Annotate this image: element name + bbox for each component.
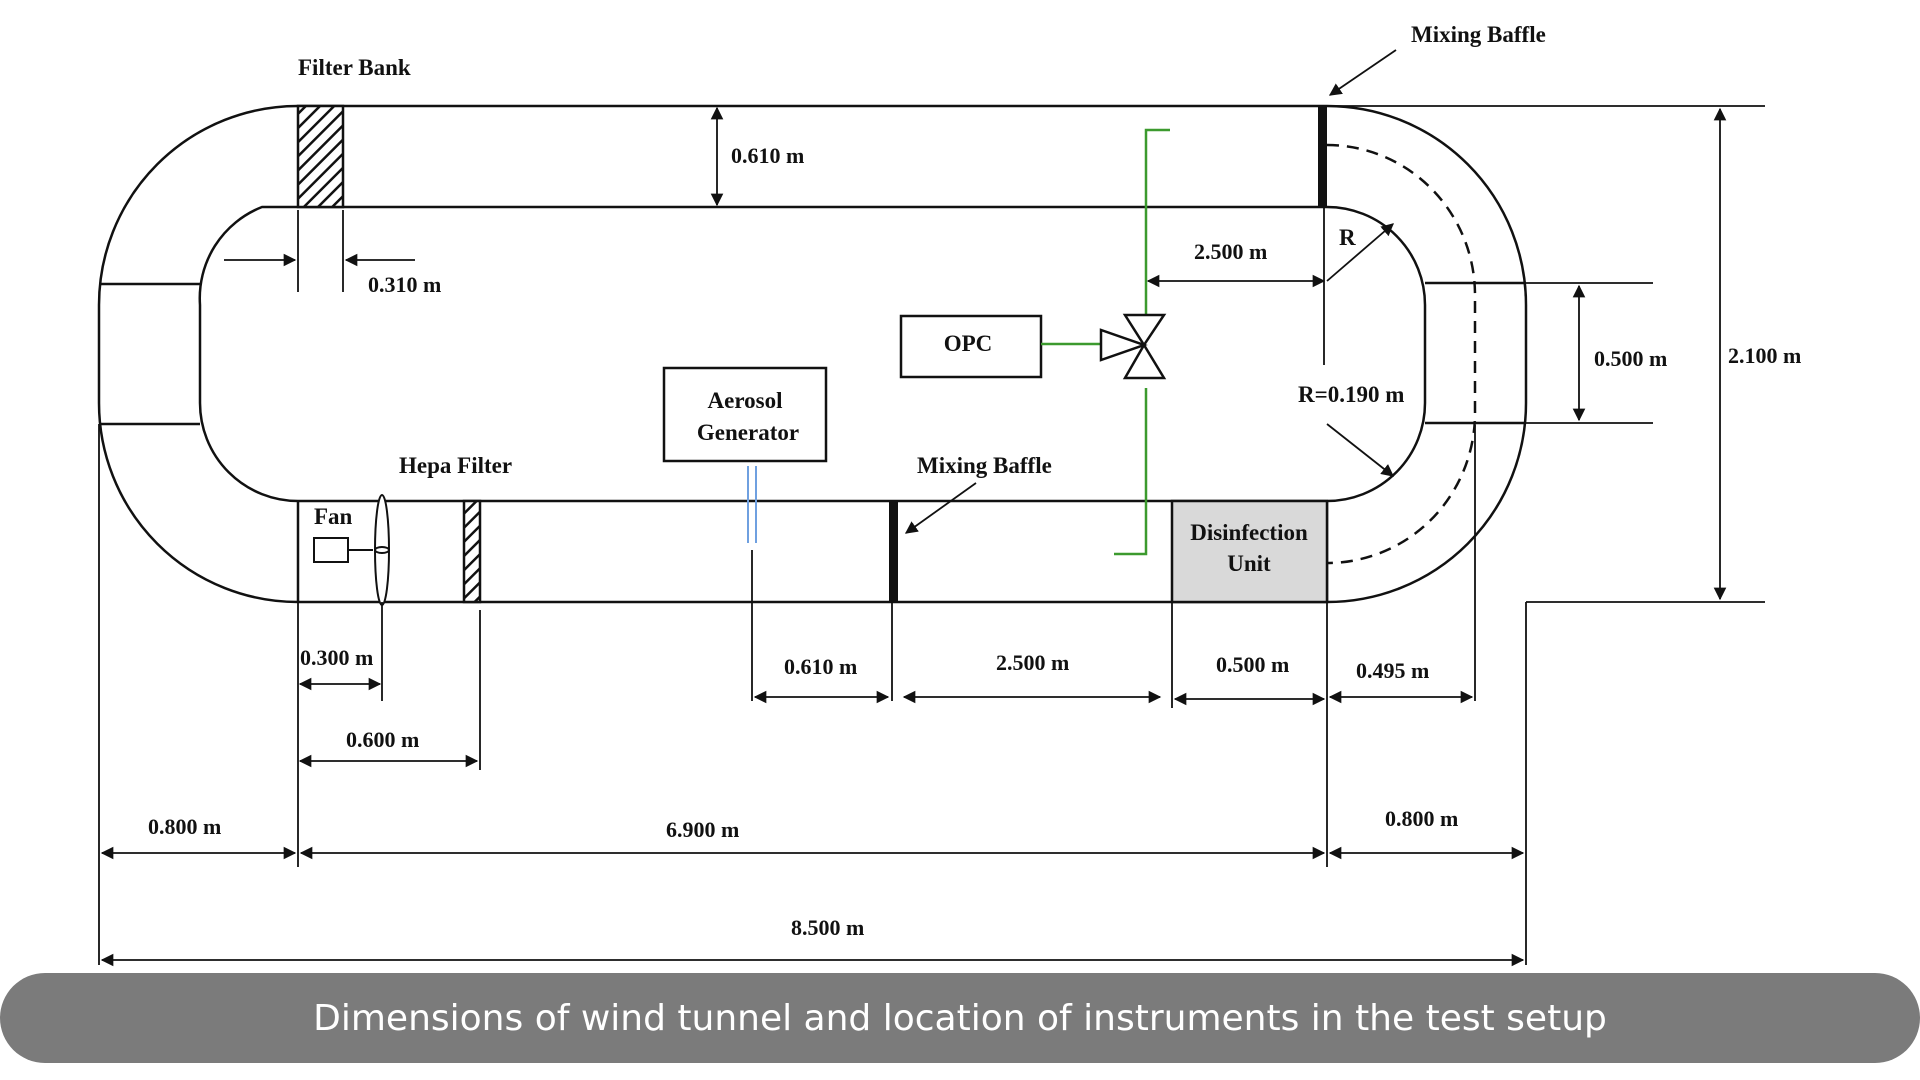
fan [313,494,390,606]
sampling-probe [1041,128,1170,556]
aerosol-generator-label-1: Aerosol [708,388,783,413]
disinfection-unit-label-2: Unit [1227,551,1271,576]
radius-arrow-top [1326,223,1394,282]
caption-bar: Dimensions of wind tunnel and location o… [0,973,1920,1063]
fan-label: Fan [314,504,353,529]
dim-hepa-offset: 0.600 m [346,727,419,752]
hepa-filter-label: Hepa Filter [399,453,512,478]
dim-total-length: 8.500 m [791,915,864,940]
radius-value-label: R=0.190 m [1298,382,1404,407]
dim-opc-distance: 2.500 m [1194,239,1267,264]
mixing-baffle-top-leader [1328,49,1397,96]
filter-bank-label: Filter Bank [298,55,411,80]
dim-fan-offset: 0.300 m [300,645,373,670]
opc-box [899,314,1043,379]
dim-aerosol-baffle: 0.610 m [784,654,857,679]
dim-straight: 6.900 m [666,817,739,842]
mixing-baffle-bottom [889,501,898,602]
turning-vane-dashed [1326,143,1477,565]
dim-top-duct: 0.610 m [731,143,804,168]
opc-label: OPC [944,331,993,356]
dim-baffle-unit: 2.500 m [996,650,1069,675]
aerosol-generator [662,366,828,463]
mixing-baffle-top [1318,106,1327,207]
valve-icon [1099,313,1167,380]
dim-unit-length: 0.500 m [1216,652,1289,677]
dim-left-bend: 0.800 m [148,814,221,839]
filter-bank [296,104,345,209]
mixing-baffle-bottom-leader [904,482,977,534]
caption-text: Dimensions of wind tunnel and location o… [313,997,1607,1039]
radius-arrow-bottom [1326,423,1394,477]
hepa-filter [462,499,482,604]
disinfection-unit-label-1: Disinfection [1190,520,1308,545]
dim-right-bend: 0.800 m [1385,806,1458,831]
dim-unit-bend: 0.495 m [1356,658,1429,683]
radius-label: R [1339,225,1356,250]
disinfection-unit [1170,499,1329,604]
mixing-baffle-top-label: Mixing Baffle [1411,22,1546,47]
dim-total-height: 2.100 m [1728,343,1801,368]
dim-inlet-height: 0.500 m [1594,346,1667,371]
mixing-baffle-bottom-label: Mixing Baffle [917,453,1052,478]
dim-filter-gap: 0.310 m [368,272,441,297]
aerosol-generator-label-2: Generator [697,420,799,445]
aerosol-injector [747,466,757,543]
